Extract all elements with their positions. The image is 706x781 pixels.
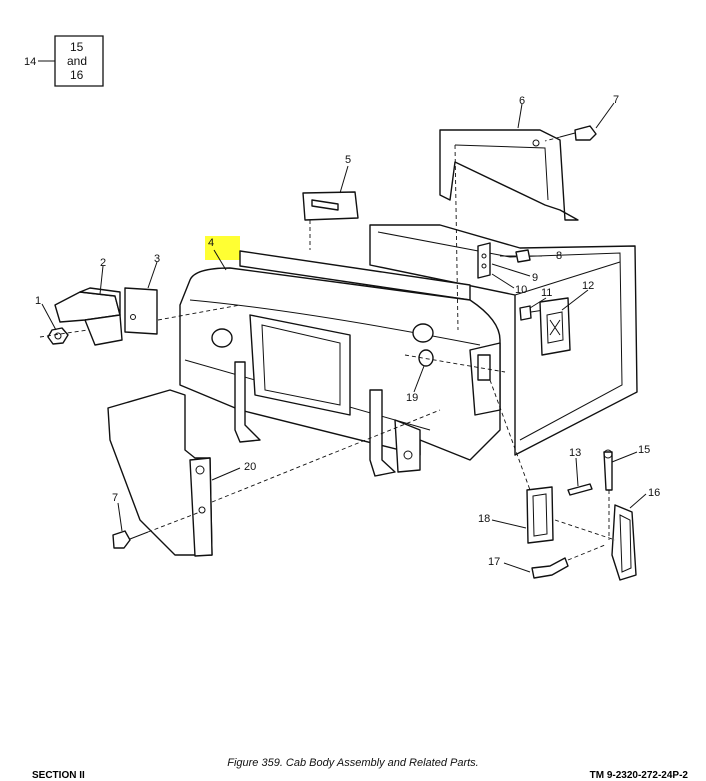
callout-17: 17 xyxy=(488,556,500,568)
part-3-plate xyxy=(124,287,241,335)
callout-18: 18 xyxy=(478,513,490,525)
callout-13: 13 xyxy=(569,447,581,459)
callout-15: 15 xyxy=(638,444,650,456)
part-15-pin xyxy=(603,449,613,540)
part-8-screw xyxy=(500,249,531,263)
callout-8: 8 xyxy=(556,250,562,262)
callouts: 1 2 3 4 5 6 7 8 9 10 11 12 13 15 16 17 1… xyxy=(35,94,660,568)
part-2-bracket xyxy=(54,287,123,346)
part-7-bolt-top xyxy=(544,125,597,142)
figure-caption: Figure 359. Cab Body Assembly and Relate… xyxy=(227,757,479,769)
footer-section: SECTION II xyxy=(32,770,85,781)
callout-19: 19 xyxy=(406,392,418,404)
callout-6: 6 xyxy=(519,95,525,107)
part-17-handle xyxy=(531,544,606,579)
callout-14: 14 xyxy=(24,56,36,68)
callout-12: 12 xyxy=(582,280,594,292)
callout-9: 9 xyxy=(532,272,538,284)
part-18-u-bracket xyxy=(489,379,554,544)
footer-manual-number: TM 9-2320-272-24P-2 xyxy=(589,770,688,781)
part-19-washer xyxy=(404,349,506,373)
leader-lines xyxy=(41,102,647,573)
reference-line-3: 16 xyxy=(70,68,84,82)
part-6-bracket xyxy=(439,129,579,331)
callout-3: 3 xyxy=(154,253,160,265)
reference-line-1: 15 xyxy=(70,40,84,54)
part-9-strip xyxy=(477,242,491,279)
part-13-pin xyxy=(567,483,593,496)
callout-5: 5 xyxy=(345,154,351,166)
part-7-bolt-bottom xyxy=(112,511,201,549)
callout-4-highlight xyxy=(205,236,240,260)
callout-4: 4 xyxy=(208,237,214,249)
callout-7-top: 7 xyxy=(613,94,619,106)
callout-20: 20 xyxy=(244,461,256,473)
cab-body-assembly xyxy=(179,224,638,477)
part-20-side-bracket xyxy=(107,389,441,557)
part-16-latch xyxy=(554,504,637,581)
callout-11: 11 xyxy=(541,287,552,299)
reference-line-2: and xyxy=(67,54,87,68)
part-12-latch-plate xyxy=(539,297,571,356)
reference-box: 14 15 and 16 xyxy=(24,35,104,87)
callout-10: 10 xyxy=(515,284,527,296)
callout-1: 1 xyxy=(35,295,41,307)
callout-2: 2 xyxy=(100,257,106,269)
callout-16: 16 xyxy=(648,487,660,499)
callout-7-bottom: 7 xyxy=(112,492,118,504)
part-5-plate xyxy=(302,191,359,250)
